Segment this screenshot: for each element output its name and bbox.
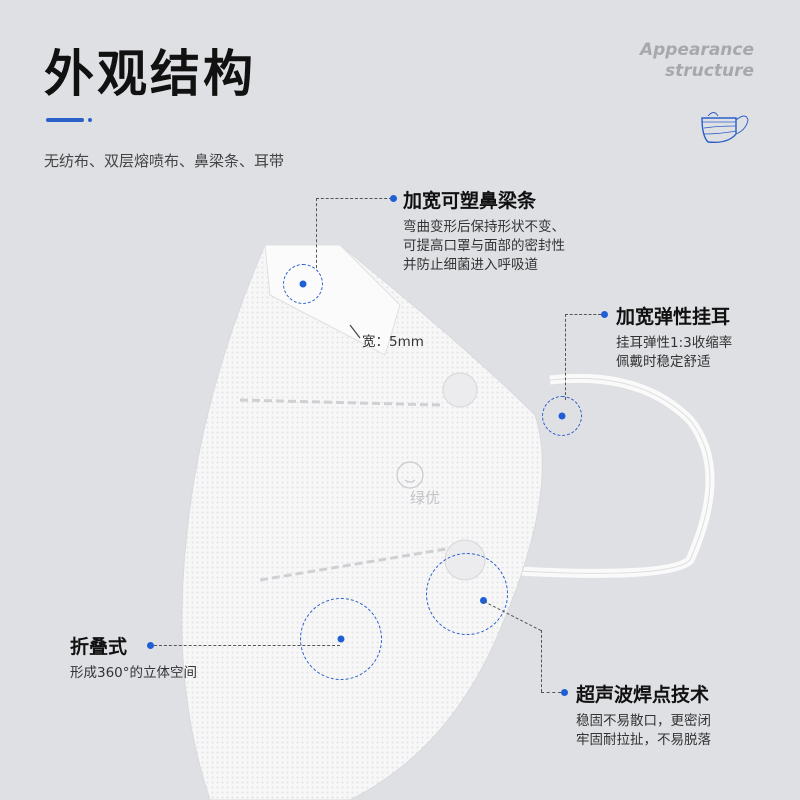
- desc-line: 可提高口罩与面部的密封性: [403, 238, 565, 254]
- ear-desc: 挂耳弹性1:3收缩率 佩戴时稳定舒适: [616, 334, 732, 372]
- english-title-line1: Appearance: [639, 40, 754, 60]
- subtitle: 无纺布、双层熔喷布、鼻梁条、耳带: [44, 152, 285, 170]
- desc-line: 佩戴时稳定舒适: [616, 354, 711, 370]
- english-title: Appearance structure: [640, 40, 754, 82]
- marker-dot: [299, 280, 307, 288]
- leader-line: [541, 630, 542, 692]
- leader-line: [565, 314, 566, 400]
- nose-ring: [283, 264, 323, 304]
- leader-line: [541, 692, 561, 693]
- width-label: 宽：5mm: [362, 334, 424, 350]
- marker-dot: [601, 311, 608, 318]
- weld-title: 超声波焊点技术: [576, 684, 710, 706]
- title-underline-dot: [88, 118, 92, 122]
- marker-dot: [558, 412, 566, 420]
- desc-line: 挂耳弹性1:3收缩率: [616, 335, 733, 351]
- leader-line: [154, 645, 340, 646]
- desc-line: 牢固耐拉扯，不易脱落: [576, 732, 711, 748]
- english-title-line2: structure: [665, 61, 754, 81]
- weld-desc: 稳固不易散口，更密闭 牢固耐拉扯，不易脱落: [576, 712, 711, 750]
- marker-dot: [480, 597, 487, 604]
- ear-title: 加宽弹性挂耳: [616, 306, 731, 328]
- desc-line: 弯曲变形后保持形状不变、: [403, 219, 565, 235]
- marker-dot: [147, 642, 154, 649]
- leader-line: [316, 198, 392, 199]
- leader-line: [316, 198, 317, 268]
- weld-ring: [426, 553, 508, 635]
- nose-title: 加宽可塑鼻梁条: [403, 190, 537, 212]
- mask-logo: 绿优: [410, 489, 441, 507]
- desc-line: 并防止细菌进入呼吸道: [403, 257, 538, 273]
- desc-line: 稳固不易散口，更密闭: [576, 713, 711, 729]
- fold-title: 折叠式: [70, 636, 128, 658]
- ear-ring: [542, 396, 582, 436]
- marker-dot: [561, 689, 568, 696]
- fold-desc: 形成360°的立体空间: [70, 665, 198, 681]
- fold-ring: [300, 598, 382, 680]
- page-title: 外观结构: [44, 45, 256, 103]
- title-underline: [46, 118, 84, 122]
- nose-desc: 弯曲变形后保持形状不变、 可提高口罩与面部的密封性 并防止细菌进入呼吸道: [403, 218, 565, 275]
- leader-line: [565, 314, 601, 315]
- marker-dot: [390, 195, 397, 202]
- mask-icon: [701, 112, 749, 144]
- marker-dot: [337, 635, 345, 643]
